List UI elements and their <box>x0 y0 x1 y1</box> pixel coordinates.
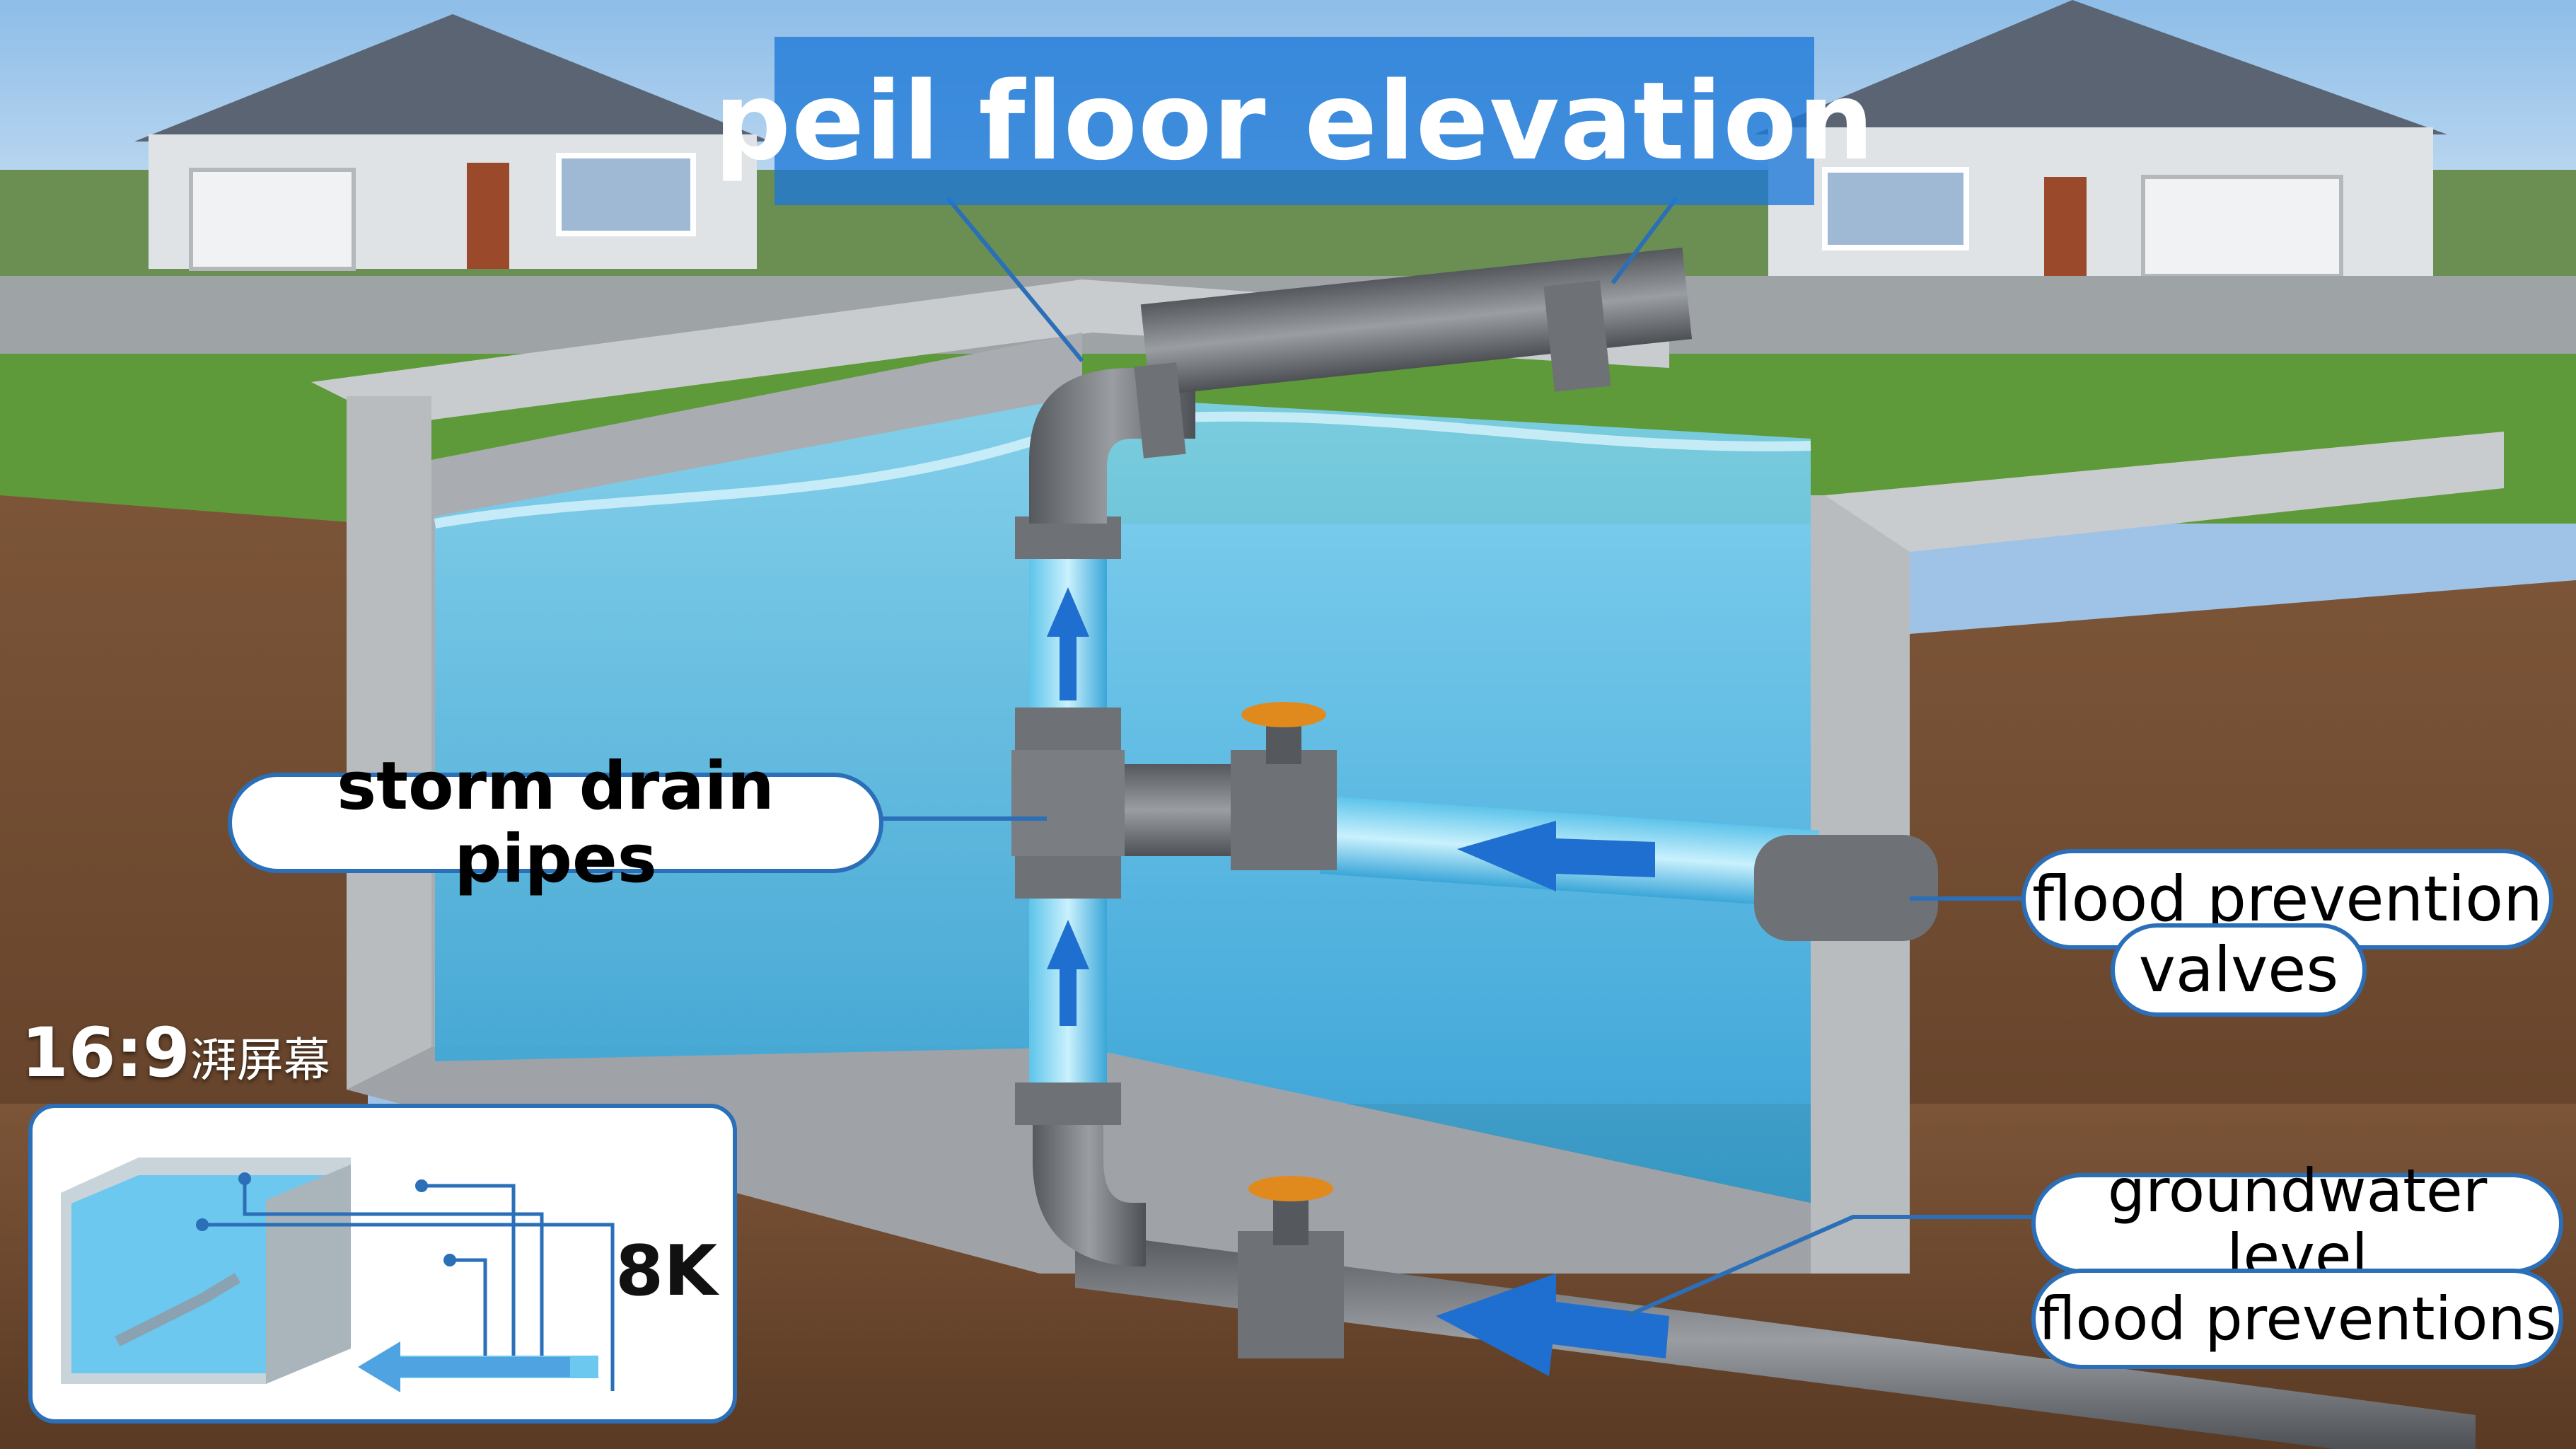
drain-pipe <box>1075 1231 2476 1449</box>
inset-thumbnail <box>28 1104 737 1424</box>
inset-basin-illustration <box>61 1158 615 1392</box>
riser-tee <box>1011 750 1125 856</box>
flow-arrow-left-icon <box>1457 821 1655 891</box>
label-storm-drain-text: storm drain pipes <box>337 747 774 898</box>
label-flood-preventions: flood preventions <box>2031 1269 2563 1369</box>
riser-elbow-bottom <box>1033 1104 1146 1266</box>
gate-valve-icon <box>1231 702 1337 870</box>
label-flood-prevention-line1: flood prevention <box>2032 862 2543 935</box>
label-storm-drain-pipes: storm drain pipes <box>228 749 883 896</box>
label-valves: valves <box>2111 923 2367 1017</box>
leader-title-right <box>1611 197 1678 284</box>
flow-arrow-icon <box>1436 1274 1669 1376</box>
resolution-label: 8K <box>615 1231 718 1312</box>
inset-arrow-icon <box>358 1341 570 1392</box>
leader-title-left <box>946 197 1084 362</box>
label-groundwater-level: groundwater level <box>2031 1158 2563 1288</box>
gate-valve-lower-icon <box>1238 1176 1344 1358</box>
label-valves-line2: valves <box>2138 933 2339 1006</box>
diagram-title: peil floor elevation <box>714 58 1875 184</box>
title-banner: peil floor elevation <box>714 37 1874 205</box>
house-left-icon <box>134 14 771 271</box>
ratio-suffix: 湃屏幕 <box>190 1033 330 1087</box>
top-collar-left <box>1134 362 1186 458</box>
leader-groundwater <box>1625 1215 2031 1318</box>
top-collar-right <box>1543 280 1611 392</box>
ratio-main: 16:9 <box>21 1013 190 1092</box>
top-pipe <box>1140 247 1693 396</box>
riser-collar-1 <box>1015 1083 1121 1125</box>
aspect-ratio-label: 16:9湃屏幕 <box>21 1013 330 1092</box>
flow-arrow-up-icon <box>1047 587 1089 1026</box>
wall-outlet-fitting <box>1754 835 1938 941</box>
label-flood-preventions-text: flood preventions <box>2038 1283 2557 1353</box>
house-right-icon <box>1754 0 2447 278</box>
